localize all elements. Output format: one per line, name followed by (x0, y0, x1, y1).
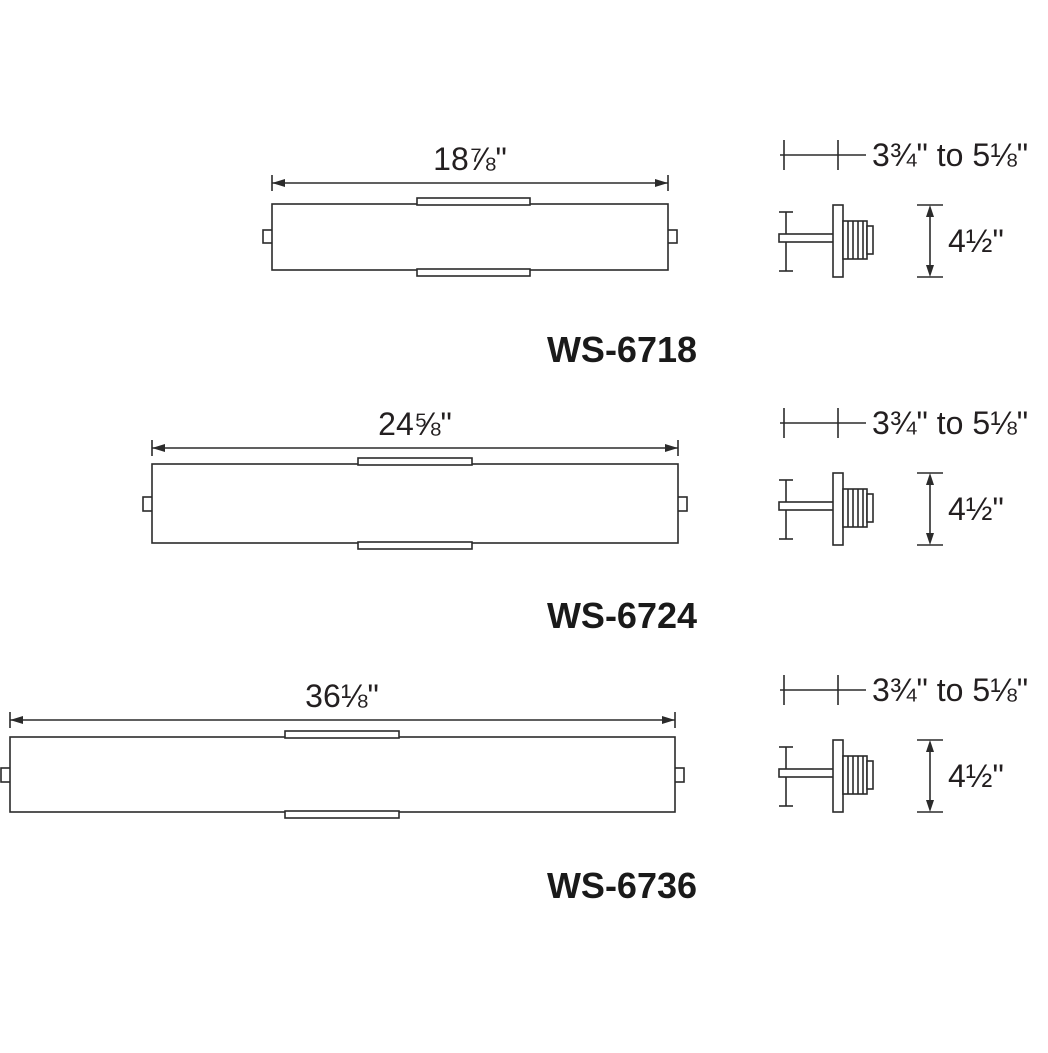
model-label: WS-6724 (547, 595, 697, 636)
bottom-center-cap (416, 268, 531, 277)
product-row-ws-6736: 36⅛" 3¾" to 5⅛" 4½" WS-6736 (0, 672, 1028, 906)
product-row-ws-6724: 24⅝" 3¾" to 5⅛" 4½" WS-6724 (142, 405, 1028, 636)
model-label: WS-6718 (547, 329, 697, 370)
fixture-body (151, 463, 679, 544)
top-center-cap (357, 457, 473, 466)
depth-dimension-label: 3¾" to 5⅛" (872, 405, 1028, 441)
top-center-cap (416, 197, 531, 206)
height-dimension-label: 4½" (948, 491, 1004, 527)
fixture-body (9, 736, 676, 813)
height-dimension-label: 4½" (948, 223, 1004, 259)
front-view-ws-6718: 18⅞" (262, 141, 678, 277)
height-dimension-label: 4½" (948, 758, 1004, 794)
bottom-center-cap (284, 810, 400, 819)
model-label: WS-6736 (547, 865, 697, 906)
front-view-ws-6736: 36⅛" (0, 678, 685, 819)
depth-dimension-label: 3¾" to 5⅛" (872, 137, 1028, 173)
width-dimension-label: 24⅝" (378, 406, 452, 442)
fixture-body (271, 203, 669, 271)
product-row-ws-6718: 18⅞" 3¾" to 5⅛" 4½" WS-6718 (262, 137, 1028, 370)
bottom-center-cap (357, 541, 473, 550)
width-dimension-label: 36⅛" (305, 678, 379, 714)
depth-dimension-label: 3¾" to 5⅛" (872, 672, 1028, 708)
front-view-ws-6724: 24⅝" (142, 406, 688, 550)
width-dimension-label: 18⅞" (433, 141, 507, 177)
top-center-cap (284, 730, 400, 739)
